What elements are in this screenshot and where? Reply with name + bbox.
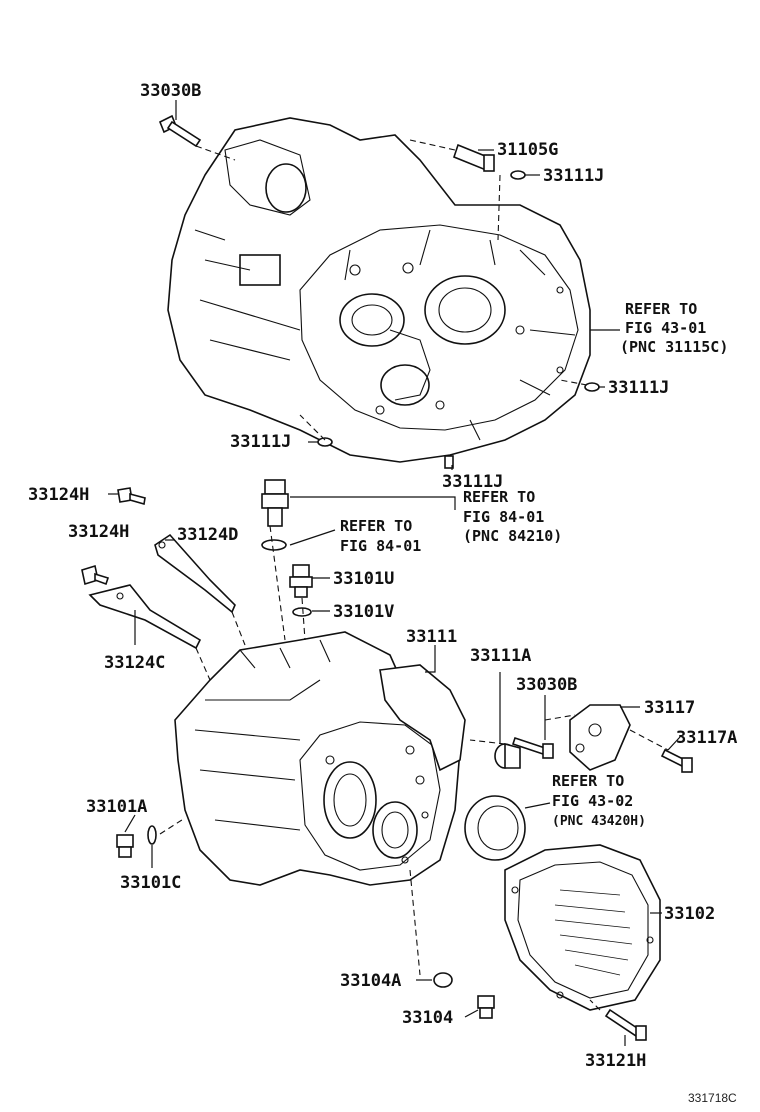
transaxle-cover [504,844,661,1011]
label-33104: 33104 [402,1008,453,1028]
label-33101A: 33101A [86,797,147,817]
bracket-33117 [569,704,631,771]
label-33111J-a: 33111J [543,166,604,186]
ref-fig-84-01-right: REFER TO FIG 84-01 (PNC 84210) [463,488,562,545]
illustration-id: 331718C [688,1091,737,1105]
ref-43-01-line2: FIG 43-01 [625,319,706,337]
label-33030B-top: 33030B [140,81,201,101]
ref-43-02-line3: (PNC 43420H) [552,814,646,829]
gasket-33104A [433,972,453,988]
label-33111J-d: 33111J [442,472,503,492]
part-labels: 33030B 31105G 33111J 33111J 33111J 33111… [28,81,737,1071]
label-33111J-c: 33111J [230,432,291,452]
assembly-guides [159,139,669,1011]
leader-lines [108,100,681,1046]
label-33111A: 33111A [470,646,531,666]
ref-fig-43-02: REFER TO FIG 43-02 (PNC 43420H) [552,772,646,829]
pin-33111J-a [510,170,526,180]
ref-43-02-line1: REFER TO [552,772,624,790]
bolt-33121H [604,1008,647,1041]
pin-33111J-c [317,437,333,447]
bolt-31105G [453,143,495,172]
label-33030B-mid: 33030B [516,675,577,695]
label-33117: 33117 [644,698,695,718]
bolt-33030B-mid [511,736,554,759]
ref-84-01r-line3: (PNC 84210) [463,527,562,545]
ref-fig-43-01: REFER TO FIG 43-01 (PNC 31115C) [620,300,728,356]
label-33104A: 33104A [340,971,401,991]
ref-43-01-line3: (PNC 31115C) [620,338,728,356]
pin-33111J-b [584,382,600,392]
bolt-33030B-top [158,114,202,148]
oil-seal-43-02 [464,795,526,861]
gasket-33101C [147,825,157,845]
switch-33101U [289,564,313,598]
ref-43-02-line2: FIG 43-02 [552,792,633,810]
plug-33104 [477,995,495,1019]
bracket-33124C [88,584,202,650]
gasket-33101V [292,607,312,617]
label-33101C: 33101C [120,873,181,893]
label-33101U: 33101U [333,569,394,589]
ref-43-01-line1: REFER TO [625,300,697,318]
pin-33111J-d [444,455,454,469]
label-33124H-b: 33124H [68,522,129,542]
label-31105G: 31105G [497,140,558,160]
label-33124H-a: 33124H [28,485,89,505]
bolt-33124H-lower [81,564,110,586]
label-33111: 33111 [406,627,457,647]
speed-sensor [261,479,289,527]
label-33102: 33102 [664,904,715,924]
label-33124D: 33124D [177,525,238,545]
label-33101V: 33101V [333,602,394,622]
bolt-33124H-upper [117,487,146,506]
transaxle-housing-upper [167,117,591,463]
label-33117A: 33117A [676,728,737,748]
ref-84-01r-line1: REFER TO [463,488,535,506]
ref-84-01l-line2: FIG 84-01 [340,537,421,555]
washer-84-01 [261,539,287,551]
bracket-33124D [154,533,236,614]
ref-84-01l-line1: REFER TO [340,517,412,535]
ref-fig-84-01-left: REFER TO FIG 84-01 [340,517,421,555]
transaxle-housing-lower [174,631,466,886]
label-33121H: 33121H [585,1051,646,1071]
label-33124C: 33124C [104,653,165,673]
plug-33111A [494,742,521,769]
bolt-33117A [660,748,693,773]
ref-84-01r-line2: FIG 84-01 [463,508,544,526]
plug-33101A [116,834,134,858]
label-33111J-b: 33111J [608,378,669,398]
